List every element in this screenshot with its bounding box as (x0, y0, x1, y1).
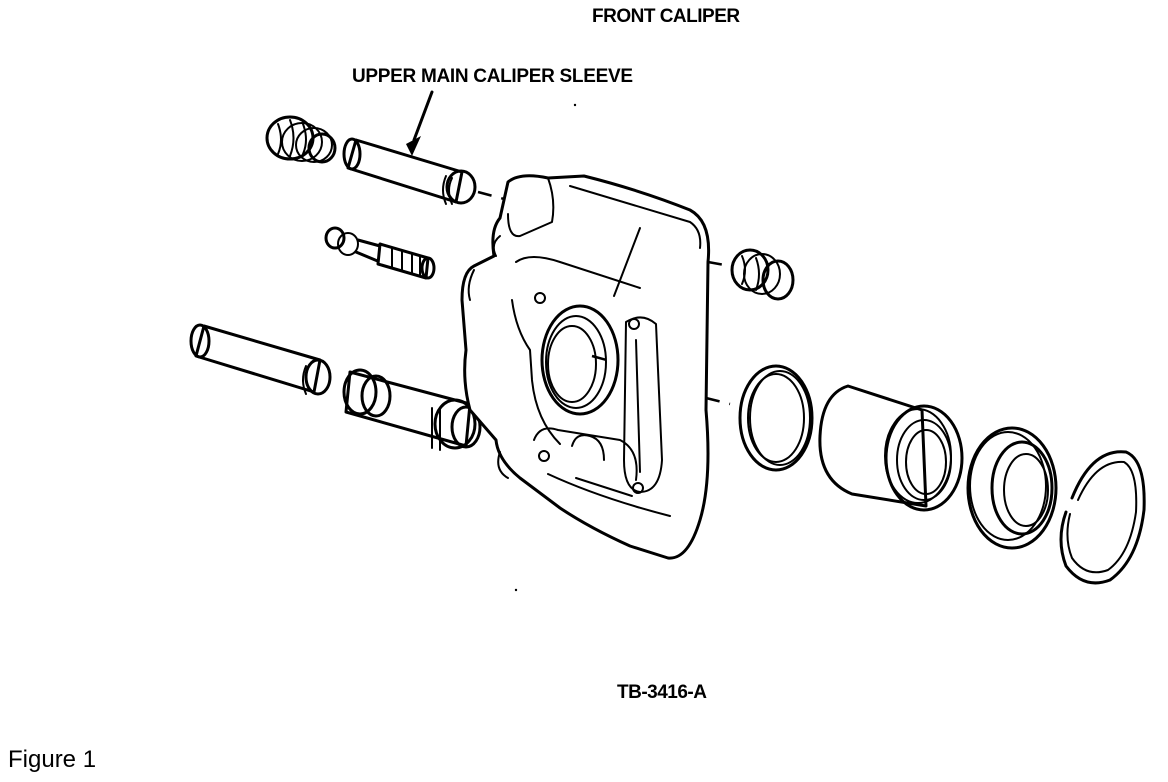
lower-caliper-sleeve (189, 323, 332, 396)
caliper-housing (460, 174, 711, 560)
lower-dust-boot-and-bolt (342, 368, 482, 451)
drawing-code: TB-3416-A (617, 682, 707, 703)
piston-seal (738, 364, 814, 472)
upper-main-caliper-sleeve (342, 137, 477, 205)
right-dust-boot (707, 248, 795, 301)
snap-ring (1059, 450, 1146, 585)
piston-dust-boot (966, 426, 1058, 550)
diagram-title: FRONT CALIPER (592, 6, 740, 27)
bleeder-screw (324, 226, 436, 280)
figure-caption: Figure 1 (8, 746, 97, 773)
piston (818, 384, 964, 512)
upper-dust-boot (265, 115, 337, 164)
callout-arrow (406, 90, 434, 156)
upper-main-caliper-sleeve-label: UPPER MAIN CALIPER SLEEVE (352, 66, 633, 87)
